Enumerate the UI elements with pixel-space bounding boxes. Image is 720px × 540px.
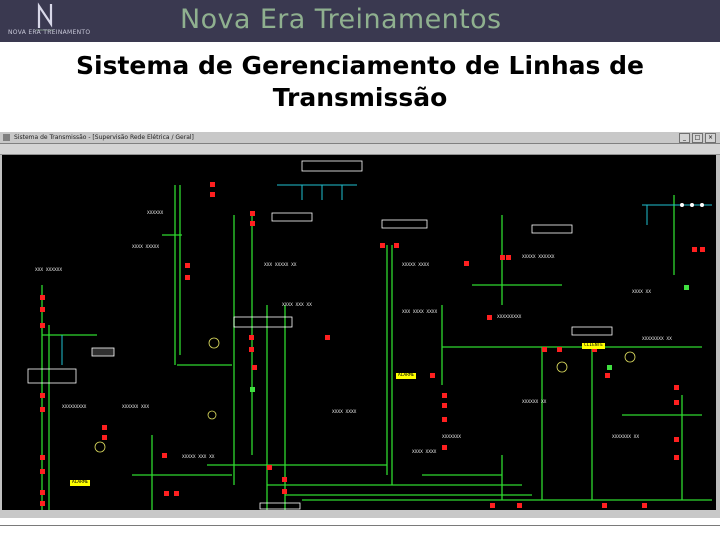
minimize-icon[interactable]: _ bbox=[679, 133, 690, 143]
alarm-label[interactable]: ALARME bbox=[70, 480, 91, 486]
logo-n-icon bbox=[36, 2, 54, 31]
logo-text: NOVA ERA TREINAMENTO bbox=[8, 29, 91, 36]
client-label[interactable]: CLIENTE bbox=[582, 343, 605, 349]
closed-breakers bbox=[250, 285, 689, 392]
header-bar: NOVA ERA TREINAMENTO Nova Era Treinament… bbox=[0, 0, 720, 42]
window-titlebar: Sistema de Transmissão - [Supervisão Red… bbox=[0, 132, 720, 144]
substation-label: XXXXXXXX XX bbox=[642, 337, 672, 342]
substation-label: XXXXXX XX bbox=[522, 400, 547, 405]
generators bbox=[94, 337, 636, 453]
maximize-icon[interactable]: □ bbox=[692, 133, 703, 143]
substation-label: XXXXXXXXX bbox=[62, 405, 87, 410]
window-menu-icon[interactable] bbox=[3, 134, 10, 141]
footer-divider bbox=[0, 525, 720, 526]
substation-label: XXXX XXXXX bbox=[132, 245, 160, 250]
window-title: Sistema de Transmissão - [Supervisão Red… bbox=[14, 134, 194, 141]
substation-label: XXXXXXXXX bbox=[497, 315, 522, 320]
window-statusbar bbox=[0, 510, 720, 518]
substation-label: XXX XXXXX XX bbox=[264, 263, 297, 268]
substation-label: XXX XXXX XXXX bbox=[402, 310, 438, 315]
substation-label: XXXX XXXX bbox=[412, 450, 437, 455]
scada-screenshot: Sistema de Transmissão - [Supervisão Red… bbox=[0, 132, 720, 518]
brand-title: Nova Era Treinamentos bbox=[180, 4, 502, 35]
transmission-lines bbox=[41, 185, 712, 510]
bus-nodes bbox=[680, 203, 704, 207]
network-diagram-svg bbox=[27, 160, 712, 510]
alarm-label[interactable]: ALARME bbox=[396, 373, 417, 379]
substation-label: XXXXX XXX XX bbox=[182, 455, 215, 460]
close-icon[interactable]: × bbox=[705, 133, 716, 143]
slide-title-text: Sistema de Gerenciamento de Linhas de Tr… bbox=[76, 51, 644, 112]
substation-label: XXXXXX XXX bbox=[122, 405, 150, 410]
substation-label: XXXXXXX XX bbox=[612, 435, 640, 440]
substation-label: XXXXXXX bbox=[442, 435, 461, 440]
substation-label: XXXX XX bbox=[632, 290, 651, 295]
substation-label: XXXXX XXXXXX bbox=[522, 255, 555, 260]
slide-title: Sistema de Gerenciamento de Linhas de Tr… bbox=[0, 50, 720, 114]
white-boxes bbox=[27, 160, 613, 510]
substation-label: XXX XXXXXX bbox=[35, 268, 63, 273]
substation-label: XXXXXX bbox=[147, 211, 164, 216]
substation-label: XXXX XXXX bbox=[332, 410, 357, 415]
window-buttons: _ □ × bbox=[679, 133, 716, 143]
substation-label: XXXX XXX XX bbox=[282, 303, 312, 308]
circuit-breakers bbox=[40, 182, 705, 508]
one-line-diagram[interactable]: XXX XXXXXX XXXXXX XXXX XXXXX XXX XXXXX X… bbox=[2, 155, 716, 510]
substation-label: XXXXX XXXX bbox=[402, 263, 430, 268]
window-menubar bbox=[0, 144, 720, 155]
